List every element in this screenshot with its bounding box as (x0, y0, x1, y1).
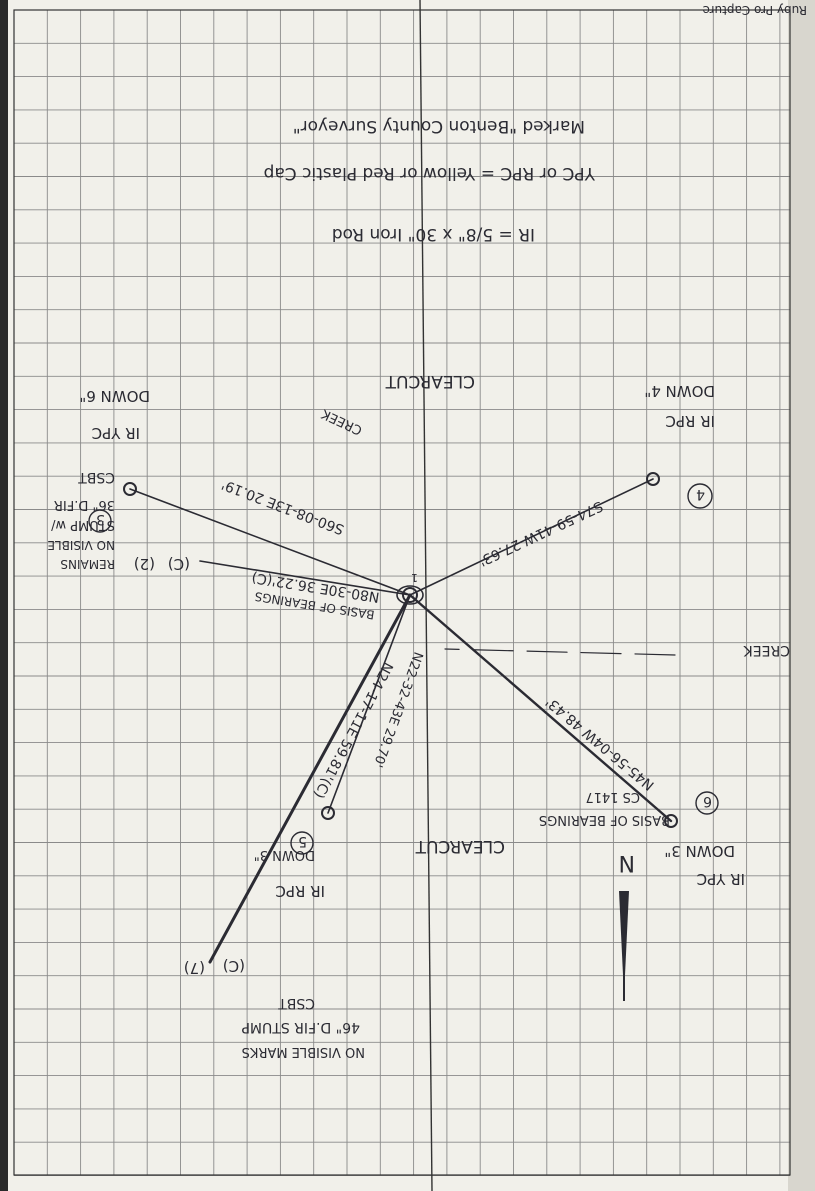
point-5-label-ring (290, 831, 314, 855)
point-5-label: 5 (298, 833, 307, 849)
point-3-marker (123, 482, 137, 496)
grid-lines (13, 9, 790, 1176)
point-7-desc-1: 46" D.FIR STUMP (241, 1019, 360, 1035)
point-6-marker (664, 814, 678, 828)
legend-line-2: YPC or RPC = Yellow or Red Plastic Cap (264, 163, 596, 183)
point-2-desc-1: 36" D.FIR (54, 497, 115, 512)
point-5-desc-1: IR RPC (275, 882, 325, 900)
point-7-note: CSBT (278, 995, 315, 1011)
line-1-to-3 (129, 488, 411, 596)
point-2-desc-3: NO VISIBLE (47, 538, 115, 552)
point-4-label-ring (687, 483, 713, 509)
point-7-desc-2: NO VISIBLE MARKS (242, 1044, 365, 1059)
creek-label-right: CREEK (743, 642, 790, 658)
point-4-label: 4 (696, 486, 705, 502)
clearcut-label-top: CLEARCUT (385, 371, 475, 391)
point-3-label-ring (88, 509, 112, 533)
point-7-mark: (C) (223, 957, 245, 975)
line-1-to-5 (327, 594, 411, 814)
point-1-marker (402, 587, 418, 603)
point-2-desc-2: STUMP w/ (50, 517, 115, 532)
point-2-desc-4: REMAINS (60, 557, 115, 571)
binding-shadow (0, 0, 8, 1191)
north-label: N (619, 850, 635, 875)
footer-label: Ruby Pro Capture (702, 3, 807, 17)
point-2-mark: (C) (168, 555, 190, 573)
basis-bottom-line-1: BASIS OF BEARINGS (539, 812, 670, 827)
point-2-label: (2) (134, 555, 155, 573)
clearcut-label-bottom: CLEARCUT (415, 836, 505, 856)
point-3-desc-2: DOWN 6" (79, 387, 150, 405)
creek-arrow (444, 648, 676, 656)
point-3-label: 3 (96, 511, 105, 527)
point-4-marker (646, 472, 660, 486)
legend-line-3: IR = 5/8" x 30" Iron Rod (332, 224, 535, 244)
point-5-marker (321, 806, 335, 820)
line-1-to-4 (409, 478, 654, 596)
line-1-to-6 (408, 593, 673, 823)
point-1-marker-outline (396, 585, 424, 605)
line-1-to-7 (208, 593, 412, 964)
grid-border (13, 9, 791, 1176)
fold-line (419, 0, 433, 1191)
point-2-note: CSBT (78, 469, 115, 485)
basis-bottom-line-2: CS 1417 (585, 789, 640, 804)
right-margin-shade (788, 0, 815, 1191)
point-7-label: (7) (184, 959, 205, 977)
line-1-to-2 (199, 560, 411, 596)
point-6-desc-1: IR YPC (697, 870, 745, 888)
point-6-label-ring (695, 791, 719, 815)
point-4-desc-2: DOWN 4" (644, 382, 715, 400)
point-6-desc-2: DOWN 3" (664, 842, 735, 860)
point-6-label: 6 (703, 793, 712, 809)
point-4-desc-1: IR RPC (665, 412, 715, 430)
legend-line-1: Marked "Benton County Surveyor" (293, 116, 585, 136)
point-5-desc-2: DOWN 3" (254, 847, 315, 862)
point-3-desc-1: IR YPC (92, 424, 140, 442)
point-1-label: 1 (411, 571, 418, 584)
